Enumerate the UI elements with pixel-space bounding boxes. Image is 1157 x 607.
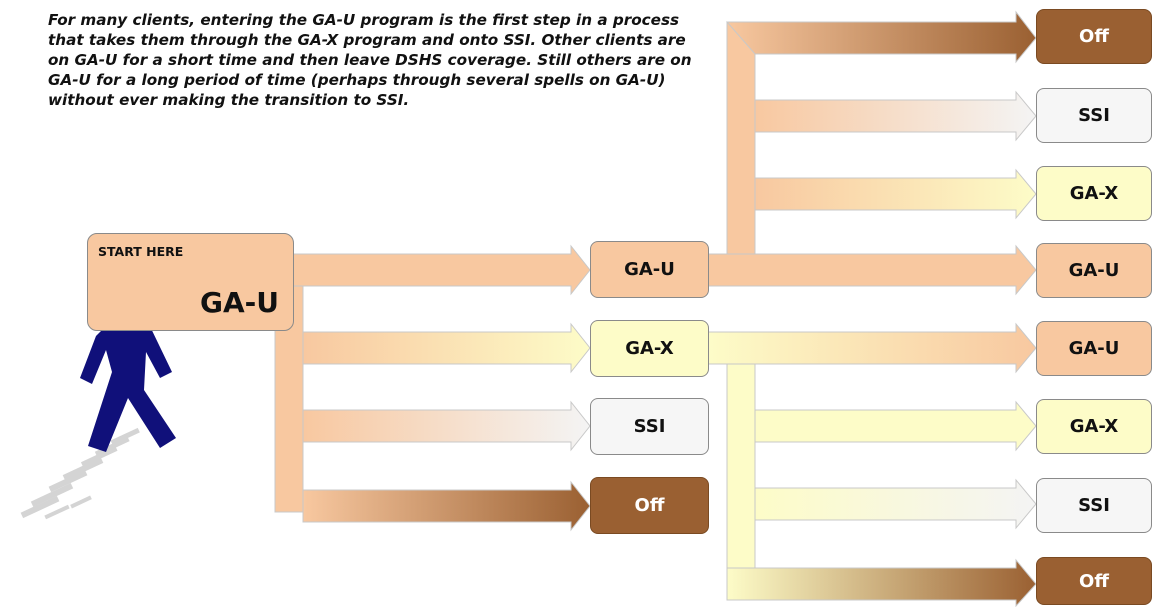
- node-label: GA-U: [1068, 260, 1120, 281]
- intro-text: For many clients, entering the GA-U prog…: [48, 11, 692, 109]
- start-here-label: START HERE: [98, 244, 184, 259]
- start-node: START HERE GA-U: [87, 233, 294, 331]
- arrow-gax-to-gau: [707, 322, 1037, 374]
- arrow-gau-to-ssi: [754, 90, 1037, 142]
- arrow-start-to-gax: [302, 322, 591, 374]
- node-label: Off: [1079, 570, 1109, 592]
- right-node-gau-ssi: SSI: [1036, 88, 1152, 143]
- node-label: Off: [1079, 26, 1109, 47]
- arrow-gax-to-off: [726, 558, 1037, 607]
- branch-gau-trunk: [726, 21, 756, 287]
- arrow-start-to-gau: [274, 244, 591, 296]
- right-node-gau-gax: GA-X: [1036, 166, 1152, 221]
- middle-node-off: Off: [590, 477, 709, 534]
- branch-gax-trunk: [726, 331, 756, 601]
- node-label: SSI: [1078, 105, 1110, 126]
- arrow-gau-to-gax: [754, 168, 1037, 220]
- right-node-gax-gax: GA-X: [1036, 399, 1152, 454]
- node-label: GA-X: [1069, 416, 1119, 437]
- footprints-icon: [20, 427, 140, 520]
- right-node-gax-gau: GA-U: [1036, 321, 1152, 376]
- branch-start: [274, 244, 591, 532]
- right-node-gau-gau: GA-U: [1036, 243, 1152, 298]
- node-label: Off: [634, 495, 665, 516]
- node-label: SSI: [1078, 495, 1110, 516]
- arrow-gax-to-ssi: [754, 478, 1037, 530]
- arrow-start-to-ssi: [302, 400, 591, 452]
- node-label: GA-X: [1069, 183, 1119, 204]
- node-label: GA-U: [624, 259, 675, 280]
- middle-node-ssi: SSI: [590, 398, 709, 455]
- branch-gau: [707, 10, 1037, 296]
- start-program-label: GA-U: [199, 286, 279, 319]
- node-label: SSI: [633, 416, 666, 437]
- arrow-gax-to-gax: [754, 400, 1037, 452]
- right-node-gax-off: Off: [1036, 557, 1152, 605]
- middle-node-gax: GA-X: [590, 320, 709, 377]
- node-label: GA-U: [1068, 338, 1120, 359]
- node-label: GA-X: [625, 338, 674, 359]
- branch-gax: [707, 322, 1037, 607]
- right-node-gax-ssi: SSI: [1036, 478, 1152, 533]
- middle-node-gau: GA-U: [590, 241, 709, 298]
- arrow-start-to-off: [302, 480, 591, 532]
- arrow-gau-to-gau: [707, 244, 1037, 296]
- right-node-gau-off: Off: [1036, 9, 1152, 64]
- arrow-gau-to-off: [725, 10, 1037, 64]
